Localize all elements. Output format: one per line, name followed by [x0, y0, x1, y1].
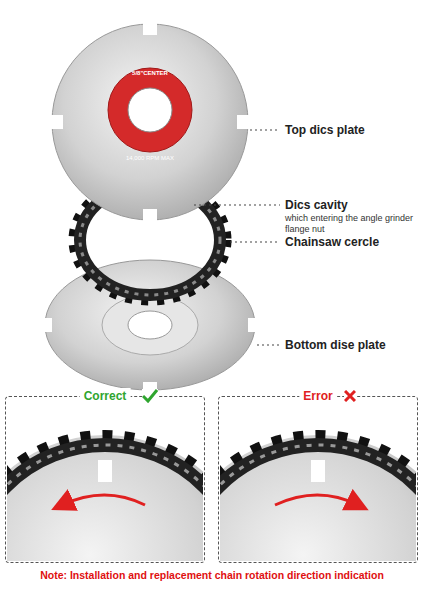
note-text: Note: Installation and replacement chain… — [4, 569, 420, 582]
correct-panel: Correct — [5, 396, 205, 563]
bottom-plate — [42, 260, 258, 391]
part-name: Chainsaw cercle — [285, 235, 379, 249]
panel-heading: Error — [299, 388, 336, 404]
top-plate — [51, 23, 249, 221]
sticker-text: 5/8"CENTER — [132, 70, 168, 77]
panel-heading: Correct — [80, 388, 131, 404]
sticker-text: 14,000 RPM MAX — [126, 155, 174, 162]
check-icon — [142, 389, 158, 403]
leader-lines — [194, 130, 280, 345]
correct-detail — [7, 435, 203, 561]
part-note: which entering the angle grinder flange … — [285, 213, 417, 235]
part-name: Top dics plate — [285, 123, 365, 137]
part-name: Bottom dise plate — [285, 338, 386, 352]
part-name: Dics cavity — [285, 198, 348, 212]
error-detail — [220, 435, 416, 561]
cross-icon — [344, 390, 356, 402]
error-panel: Error — [218, 396, 418, 563]
